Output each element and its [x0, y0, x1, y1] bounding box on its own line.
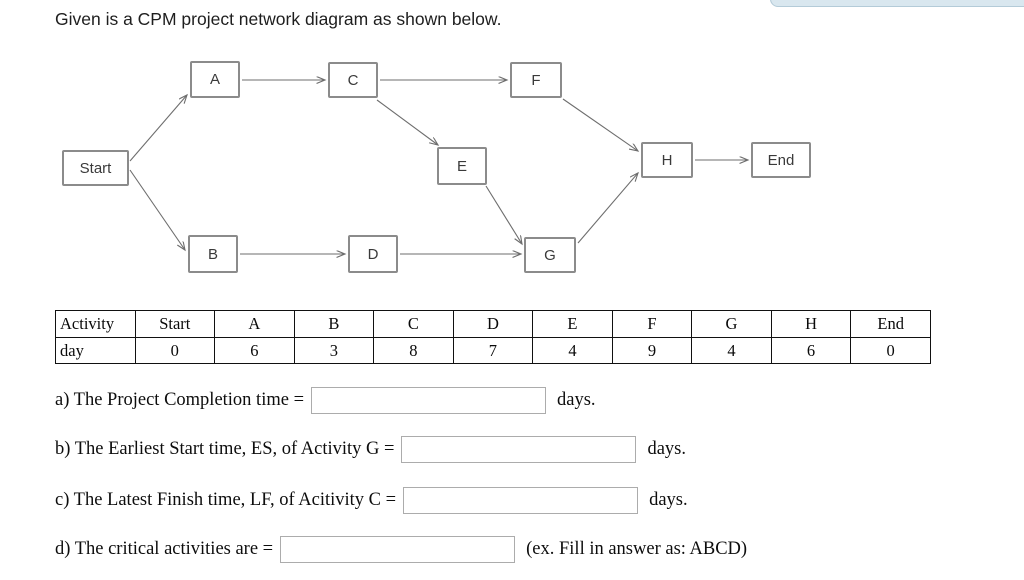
table-cell: End	[850, 310, 931, 338]
node-start: Start	[62, 150, 129, 186]
edge-f-h	[562, 98, 638, 151]
table-cell: Activity	[55, 310, 136, 338]
table-cell: D	[452, 310, 534, 338]
edge-start-b	[129, 169, 185, 250]
node-h: H	[641, 142, 693, 178]
table-cell: 4	[691, 337, 772, 364]
table-cell: 0	[134, 337, 216, 364]
cpm-network-diagram: Start A C F E H End B D G	[62, 0, 1024, 300]
node-a: A	[190, 61, 240, 98]
question-c-input[interactable]	[403, 487, 639, 514]
node-c: C	[328, 62, 378, 98]
node-b: B	[188, 235, 238, 273]
question-d-suffix: (ex. Fill in answer as: ABCD)	[526, 539, 748, 559]
node-d: D	[348, 235, 398, 273]
table-cell: A	[214, 310, 295, 338]
table-cell: E	[532, 310, 613, 338]
table-cell: H	[770, 310, 852, 338]
node-f: F	[510, 62, 562, 98]
table-cell: 8	[373, 337, 454, 364]
table-cell: day	[55, 337, 136, 364]
question-d-input[interactable]	[280, 536, 516, 563]
edge-e-g	[485, 185, 522, 244]
question-c-label: c) The Latest Finish time, LF, of Acitiv…	[55, 490, 397, 510]
table-cell: 3	[293, 337, 375, 364]
node-end: End	[751, 142, 811, 178]
node-e: E	[437, 147, 487, 185]
table-cell: B	[293, 310, 375, 338]
activity-duration-table: Activity Start A B C D E F G H End day 0…	[55, 310, 931, 364]
table-cell: Start	[134, 310, 216, 338]
table-cell: 6	[770, 337, 852, 364]
edge-start-a	[129, 95, 187, 162]
question-b-suffix: days.	[647, 439, 686, 459]
question-b-input[interactable]	[401, 436, 637, 463]
table-cell: F	[611, 310, 693, 338]
clipped-top-element	[770, 0, 1024, 7]
question-a-suffix: days.	[557, 390, 596, 410]
table-header-row: Activity Start A B C D E F G H End	[55, 310, 931, 338]
table-cell: G	[691, 310, 772, 338]
question-a: a) The Project Completion time = days.	[55, 387, 596, 414]
table-cell: 6	[214, 337, 295, 364]
table-cell: 4	[532, 337, 613, 364]
table-cell: C	[373, 310, 454, 338]
table-day-row: day 0 6 3 8 7 4 9 4 6 0	[55, 337, 931, 364]
edge-c-e	[376, 99, 438, 145]
question-b: b) The Earliest Start time, ES, of Activ…	[55, 436, 686, 463]
table-cell: 9	[611, 337, 693, 364]
question-a-input[interactable]	[311, 387, 547, 414]
question-b-label: b) The Earliest Start time, ES, of Activ…	[55, 439, 395, 459]
node-g: G	[524, 237, 576, 273]
question-c: c) The Latest Finish time, LF, of Acitiv…	[55, 487, 688, 514]
question-a-label: a) The Project Completion time =	[55, 390, 305, 410]
diagram-edges	[129, 0, 1024, 300]
question-c-suffix: days.	[649, 490, 688, 510]
question-d-label: d) The critical activities are =	[55, 539, 274, 559]
page-title: Given is a CPM project network diagram a…	[55, 9, 502, 29]
table-cell: 0	[850, 337, 931, 364]
edge-g-h	[577, 173, 638, 244]
question-d: d) The critical activities are = (ex. Fi…	[55, 536, 747, 563]
table-cell: 7	[452, 337, 534, 364]
